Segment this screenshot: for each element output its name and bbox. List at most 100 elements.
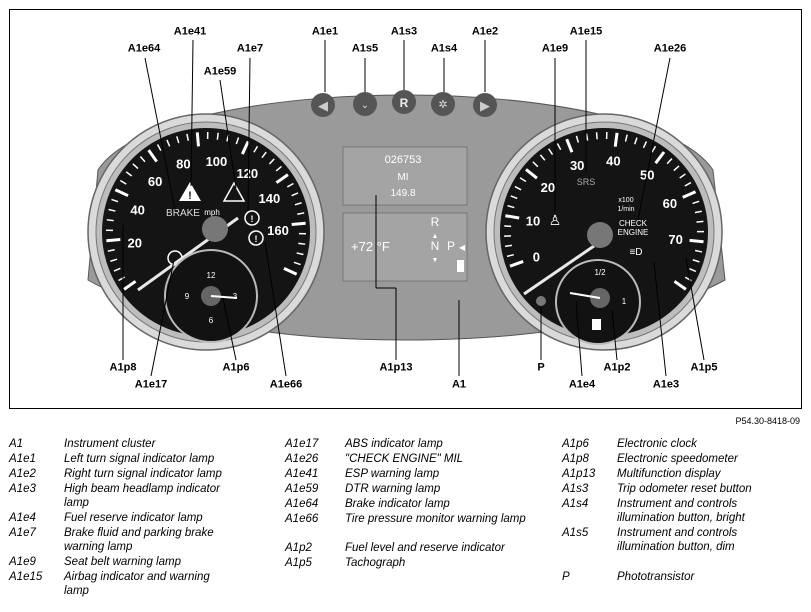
speedometer-tick	[253, 145, 259, 153]
tachometer-tick	[565, 138, 574, 153]
tachometer-tick	[633, 137, 638, 145]
legend-description: Electronic clock	[617, 438, 697, 450]
dim-button[interactable]	[353, 92, 377, 116]
legend-description: Fuel level and reserve indicator	[345, 542, 505, 554]
tachometer-tick	[651, 145, 657, 153]
speedometer-scale-label: 80	[176, 157, 190, 172]
speedometer-tick	[176, 136, 180, 144]
legend-code: A1e64	[285, 498, 319, 510]
legend-code: A1p13	[562, 468, 596, 480]
speedometer-scale-label: 20	[128, 235, 142, 250]
speedometer-tick	[113, 267, 121, 272]
clock-numeral-6: 6	[209, 316, 214, 325]
legend-item: A1p13 Multifunction display	[562, 467, 802, 482]
legend-code: A1s4	[562, 498, 589, 510]
check-engine-line2: ENGINE	[618, 228, 649, 237]
speedometer-scale-label: 140	[259, 191, 281, 206]
legend-description: Multifunction display	[617, 468, 721, 480]
left-turn-button[interactable]	[311, 93, 335, 117]
fuel-needle	[569, 292, 601, 299]
check-engine-line1: CHECK	[619, 219, 648, 228]
callout-a1e3: A1e3	[652, 378, 680, 391]
callout-a1p5: A1p5	[690, 361, 718, 374]
speedometer-scale-label: 40	[130, 202, 144, 217]
callout-a1e64: A1e64	[127, 42, 161, 55]
callout-a1e41: A1e41	[173, 25, 207, 38]
speedometer-tick	[108, 208, 116, 212]
legend-code: A1e7	[9, 527, 36, 539]
speedometer-tick	[296, 252, 304, 256]
seat-belt-icon: ♙	[549, 212, 562, 228]
legend-description: Instrument and controls illumination but…	[617, 527, 738, 553]
speedometer-tick	[156, 144, 162, 152]
speedometer-scale-label: 160	[267, 223, 289, 238]
legend-code: A1e4	[9, 512, 36, 524]
legend-description: Airbag indicator and warning lamp	[64, 571, 210, 597]
callout-a1s5: A1s5	[351, 42, 379, 55]
tachometer-tick	[505, 214, 520, 220]
legend-description: Brake fluid and parking brake warning la…	[64, 527, 214, 553]
callout-a1p13: A1p13	[379, 361, 413, 374]
legend-code: A1e9	[9, 556, 36, 568]
tachometer-tick	[509, 260, 524, 268]
legend-description: Brake indicator lamp	[345, 498, 450, 510]
speedometer-tick	[132, 163, 139, 170]
tachometer-hub	[587, 222, 613, 248]
speedometer-tick	[261, 151, 267, 159]
tachometer-tick	[539, 154, 546, 161]
speedometer-scale-label: 60	[148, 174, 162, 189]
display-top-panel	[342, 146, 468, 206]
gear-n-arrow-up: ▲	[432, 233, 439, 240]
rpm-unit-line1: x100	[618, 197, 633, 204]
tachometer-tick	[624, 134, 628, 142]
brake-label: BRAKE	[166, 208, 200, 219]
callout-a1e26: A1e26	[653, 42, 687, 55]
svg-text:!: !	[255, 234, 258, 244]
callout-a1e15: A1e15	[569, 25, 603, 38]
gear-n-arrow-down: ▼	[432, 257, 439, 264]
legend-description: Electronic speedometer	[617, 453, 738, 465]
speedometer-tick	[268, 158, 275, 165]
speedometer-scale-label: 120	[236, 166, 258, 181]
legend-item: A1e7 Brake fluid and parking brake warnin…	[9, 526, 279, 555]
fuel-gauge: 1/2 1	[555, 259, 641, 345]
tachometer-tick	[666, 158, 673, 165]
speedometer-tick	[275, 173, 289, 184]
legend-description: "CHECK ENGINE" MIL	[345, 453, 464, 465]
bright-button[interactable]	[431, 92, 455, 116]
speedometer-tick	[139, 156, 146, 163]
callout-a1e59: A1e59	[203, 65, 237, 78]
legend-code: A1s5	[562, 527, 589, 539]
legend-item: A1s4 Instrument and controls illumination…	[562, 497, 802, 526]
tachometer-tick	[684, 181, 692, 187]
tachometer-tick	[575, 135, 580, 143]
legend-item: A1e64 Brake indicator lamp	[285, 497, 570, 512]
speedometer-tick	[125, 171, 133, 177]
legend-description: Instrument and controls illumination but…	[617, 498, 745, 524]
tachometer-scale-label: 40	[606, 154, 620, 169]
gear-p: P	[447, 239, 455, 253]
speedometer-tick	[186, 133, 189, 141]
callout-a1s4: A1s4	[430, 42, 458, 55]
legend-description: Trip odometer reset button	[617, 483, 752, 495]
callout-a1e4: A1e4	[568, 378, 596, 391]
trip-reset-button[interactable]	[392, 90, 416, 114]
legend-code: A1p8	[562, 453, 589, 465]
legend-description: Seat belt warning lamp	[64, 556, 181, 568]
callout-p: P	[537, 361, 545, 374]
callout-a1e17: A1e17	[134, 378, 168, 391]
trip-reading: 149.8	[390, 188, 415, 199]
speedometer-tick	[147, 149, 158, 163]
clock-numeral-12: 12	[207, 271, 216, 280]
right-turn-button[interactable]	[473, 93, 497, 117]
callout-a1e1: A1e1	[311, 25, 339, 38]
fuel-full-label: 1	[622, 297, 627, 306]
tachometer-tick	[694, 210, 702, 214]
